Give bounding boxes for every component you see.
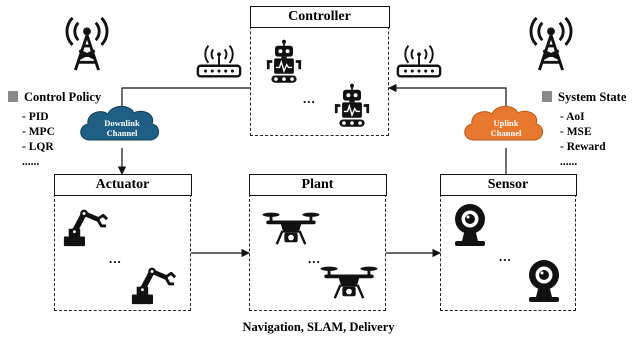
- system-state-item: - AoI: [560, 111, 585, 123]
- control-policy-list: - PID - MPC - LQR ......: [22, 110, 55, 170]
- system-state-item: - Reward: [560, 141, 606, 153]
- control-policy-item: - LQR: [22, 141, 54, 153]
- uplink-channel-label: Uplink Channel: [490, 118, 522, 138]
- sensor-box: Sensor ...: [439, 173, 577, 311]
- control-policy-item: - MPC: [22, 126, 55, 138]
- system-state-heading: System State: [542, 90, 626, 105]
- downlink-channel-label: Downlink Channel: [104, 118, 140, 138]
- actuator-ellipsis: ...: [109, 251, 122, 266]
- uplink-to-controller-arrow: [388, 83, 507, 112]
- actuator-title: Actuator: [53, 173, 192, 196]
- system-state-marker: [542, 91, 552, 102]
- control-policy-item: - PID: [22, 111, 49, 123]
- plant-ellipsis: ...: [308, 251, 321, 266]
- sensor-ellipsis: ...: [499, 249, 512, 264]
- diagram-caption: Navigation, SLAM, Delivery: [242, 320, 395, 334]
- sensor-title: Sensor: [439, 173, 577, 196]
- control-policy-heading: Control Policy: [8, 90, 101, 105]
- controller-ellipsis: ...: [303, 91, 316, 106]
- system-state-item: - MSE: [560, 126, 592, 138]
- system-state-item: ......: [560, 156, 578, 168]
- connectors: [117, 83, 507, 258]
- control-policy-item: ......: [22, 156, 40, 168]
- controller-box: Controller ...: [249, 5, 390, 136]
- controller-to-downlink-line: [121, 87, 250, 112]
- downlink-channel-cloud: [80, 105, 159, 141]
- actuator-box: Actuator ...: [53, 173, 192, 311]
- plant-title: Plant: [248, 173, 387, 196]
- control-policy-marker: [8, 91, 18, 102]
- plant-box: Plant ...: [248, 173, 387, 311]
- uplink-channel-cloud: [464, 105, 543, 141]
- controller-title: Controller: [249, 5, 390, 28]
- system-state-list: - AoI - MSE - Reward ......: [560, 110, 606, 170]
